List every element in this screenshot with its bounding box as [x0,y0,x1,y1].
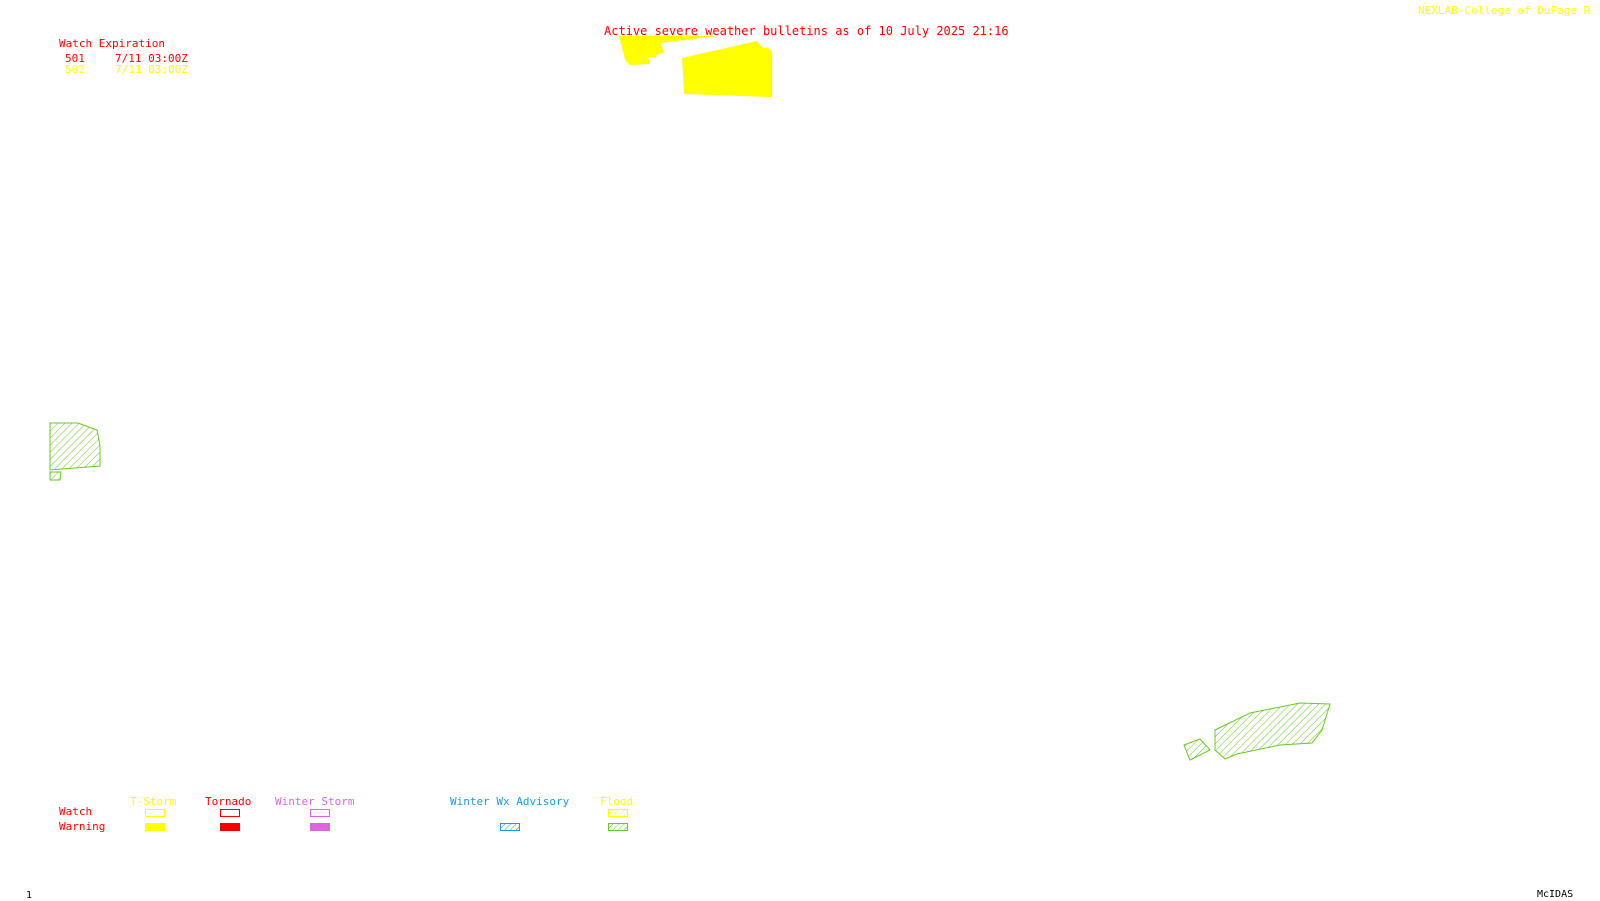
legend-label-winter-storm: Winter Storm [275,795,355,808]
legend-swatch-tstorm-watch [145,809,165,817]
flood-warning-area-west [49,422,101,471]
legend-label-winter-advisory: Winter Wx Advisory [450,795,570,808]
data-credit: NEXLAB-College of DuPage R [1418,4,1591,17]
legend-swatch-tornado-watch [220,809,240,817]
legend-row-label-warning: Warning [59,820,106,833]
legend-row-label-watch: Watch [59,805,93,818]
legend-swatch-flood-watch [608,809,628,817]
flood-warning-area-southeast [1214,702,1331,760]
legend-swatch-flood-warning [608,823,628,831]
bulletin-title: Active severe weather bulletins as of 10… [604,24,1009,38]
legend-swatch-winter-storm-watch [310,809,330,817]
watch-number: 502 [65,63,85,76]
watch-expires: 7/11 03:00Z [115,63,188,76]
watch-number: 501 [65,52,85,65]
software-label: McIDAS [1537,889,1574,900]
legend-label-flood: Flood [600,795,634,808]
legend-swatch-winter-storm-warning [310,823,330,831]
legend-swatch-tstorm-warning [145,823,165,831]
flood-warning-area-west-small [49,471,62,481]
watch-expires: 7/11 03:00Z [115,52,188,65]
tstorm-warning-area-west [619,36,717,65]
watch-expiration-heading: Watch Expiration [59,37,165,50]
legend-swatch-tornado-warning [220,823,240,831]
legend-label-tstorm: T-Storm [130,795,177,808]
tstorm-warning-area-east [682,41,772,97]
frame-number: 1 [26,890,33,901]
legend-label-tornado: Tornado [205,795,252,808]
legend-swatch-winter-advisory [500,823,520,831]
flood-warning-area-southeast-small [1183,738,1211,761]
